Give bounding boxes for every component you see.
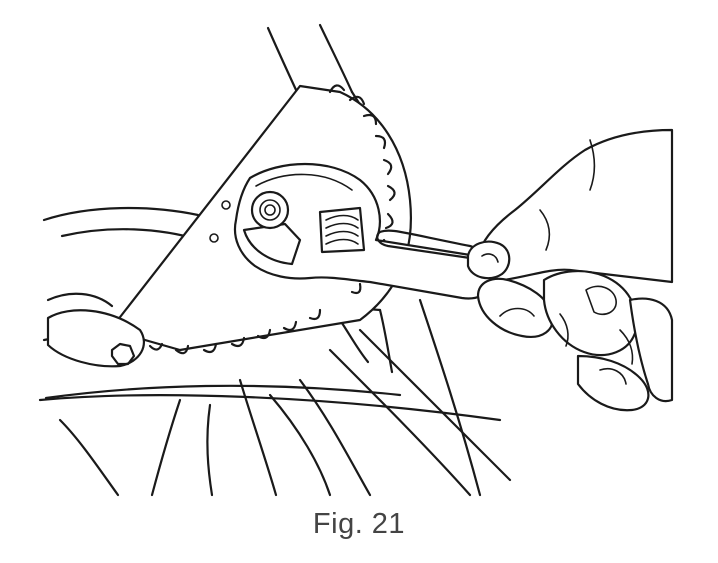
crank-end-bolt [46,292,146,368]
adjustable-wrench [233,162,494,300]
figure-caption: Fig. 21 [312,508,406,540]
line-drawing-wrench-on-chainring [38,23,674,497]
hand-holding-wrench [466,128,674,412]
crank-arm-left [42,206,202,242]
wheel-spokes [38,298,512,497]
